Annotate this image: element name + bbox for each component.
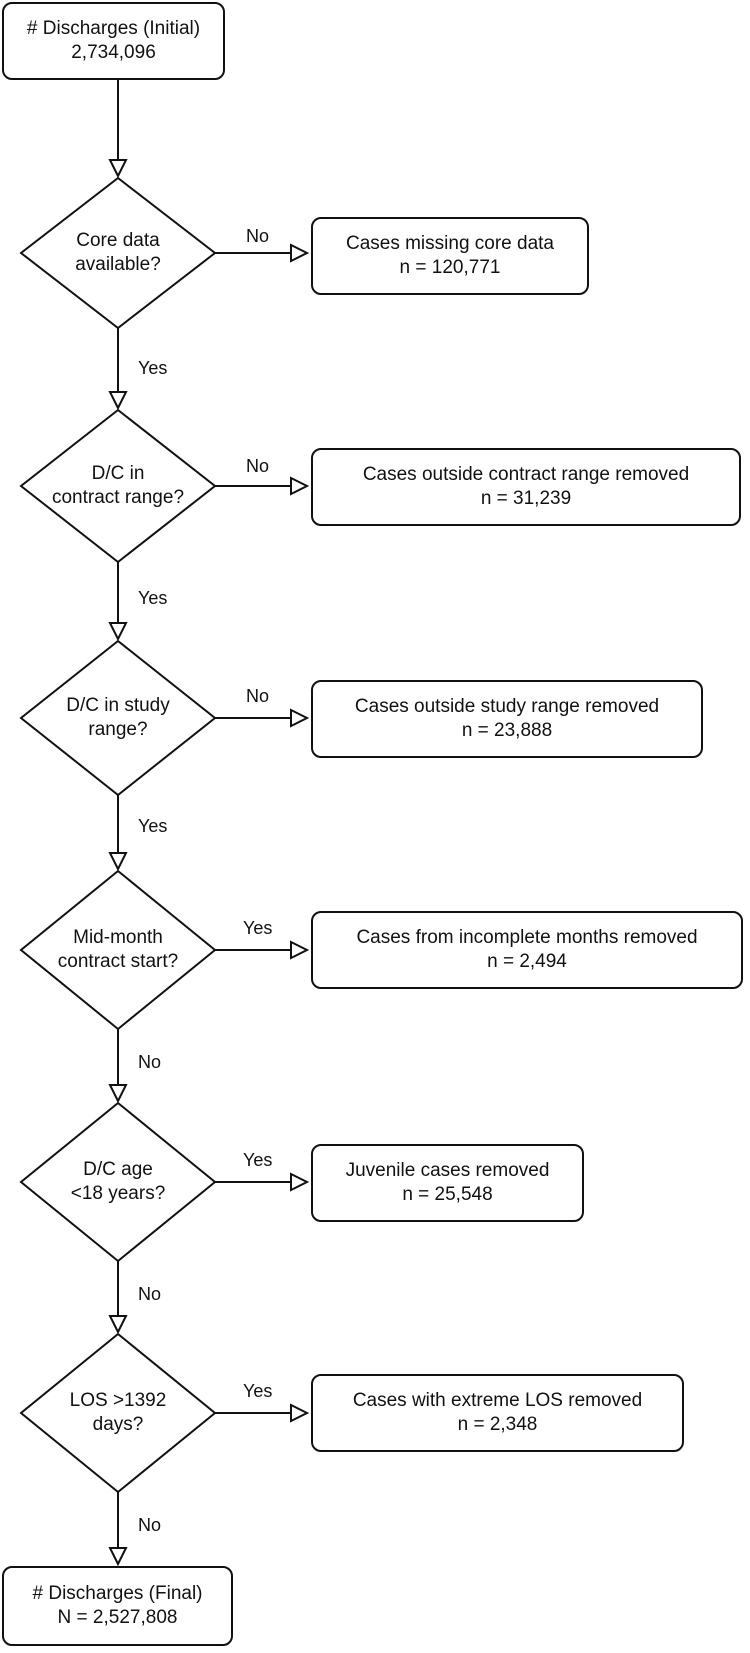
result-1-line-1: Cases missing core data <box>345 233 555 254</box>
start-box-text: # Discharges (Initial) 2,734,096 <box>3 17 224 65</box>
result-box-2 <box>311 448 741 526</box>
result-5-line-1: Juvenile cases removed <box>345 1160 550 1181</box>
down-label-3: Yes <box>138 816 168 836</box>
result-text-2: Cases outside contract range removed n =… <box>312 463 740 511</box>
result-text-3: Cases outside study range removed n = 23… <box>312 695 702 743</box>
down-label-5: No <box>138 1284 162 1304</box>
decision-text-3: D/C in study range? <box>21 694 215 742</box>
result-box-5 <box>311 1144 584 1222</box>
decision-3-line-1: D/C in study <box>66 695 170 716</box>
result-box-1 <box>311 217 589 295</box>
result-box-6 <box>311 1374 684 1452</box>
result-box-3 <box>311 680 703 758</box>
decision-2-line-2: contract range? <box>51 487 185 508</box>
decision-text-5: D/C age <18 years? <box>21 1158 215 1206</box>
decision-5-line-1: D/C age <box>83 1159 153 1180</box>
result-box-4 <box>311 911 743 989</box>
start-box <box>2 2 225 80</box>
down-arrowhead-2 <box>108 622 128 642</box>
start-arrowhead <box>108 159 128 179</box>
result-text-1: Cases missing core data n = 120,771 <box>312 232 588 280</box>
end-count: N = 2,527,808 <box>57 1607 178 1628</box>
decision-1-line-1: Core data <box>76 230 160 251</box>
result-5-count: n = 25,548 <box>402 1184 493 1205</box>
side-arrowhead-4 <box>290 940 310 960</box>
side-label-4: Yes <box>243 918 273 938</box>
side-label-1: No <box>246 226 270 246</box>
decision-5-line-2: <18 years? <box>70 1183 166 1204</box>
decision-6-line-2: days? <box>92 1414 144 1435</box>
down-label-2: Yes <box>138 588 168 608</box>
side-arrowhead-3 <box>290 708 310 728</box>
side-arrowhead-1 <box>290 243 310 263</box>
side-label-3: No <box>246 686 270 706</box>
down-label-1: Yes <box>138 358 168 378</box>
side-arrowhead-6 <box>290 1403 310 1423</box>
result-1-count: n = 120,771 <box>399 257 501 278</box>
side-arrowhead-2 <box>290 476 310 496</box>
down-arrowhead-5 <box>108 1315 128 1335</box>
side-label-2: No <box>246 456 270 476</box>
result-6-count: n = 2,348 <box>457 1414 538 1435</box>
start-count: 2,734,096 <box>71 42 156 63</box>
result-text-4: Cases from incomplete months removed n =… <box>312 926 742 974</box>
decision-text-4: Mid-month contract start? <box>21 926 215 974</box>
start-title: # Discharges (Initial) <box>26 18 201 39</box>
result-text-5: Juvenile cases removed n = 25,548 <box>312 1159 583 1207</box>
down-label-6: No <box>138 1515 162 1535</box>
down-arrowhead-4 <box>108 1084 128 1104</box>
end-box-text: # Discharges (Final) N = 2,527,808 <box>3 1582 232 1630</box>
decision-2-line-1: D/C in <box>91 463 145 484</box>
result-text-6: Cases with extreme LOS removed n = 2,348 <box>312 1389 683 1437</box>
down-arrowhead-3 <box>108 852 128 872</box>
side-arrowhead-5 <box>290 1172 310 1192</box>
decision-4-line-2: contract start? <box>57 951 179 972</box>
down-arrowhead-1 <box>108 391 128 411</box>
side-label-6: Yes <box>243 1381 273 1401</box>
decision-6-line-1: LOS >1392 <box>69 1390 167 1411</box>
decision-3-line-2: range? <box>88 719 148 740</box>
result-2-line-1: Cases outside contract range removed <box>362 464 690 485</box>
result-4-line-1: Cases from incomplete months removed <box>356 927 698 948</box>
result-3-count: n = 23,888 <box>461 720 553 741</box>
result-6-line-1: Cases with extreme LOS removed <box>352 1390 643 1411</box>
decision-4-line-1: Mid-month <box>73 927 163 948</box>
result-2-count: n = 31,239 <box>480 488 572 509</box>
end-box <box>2 1566 233 1646</box>
decision-1-line-2: available? <box>75 254 161 275</box>
decision-text-2: D/C in contract range? <box>21 462 215 510</box>
decision-text-1: Core data available? <box>21 229 215 277</box>
result-4-count: n = 2,494 <box>487 951 567 972</box>
result-3-line-1: Cases outside study range removed <box>354 696 660 717</box>
end-title: # Discharges (Final) <box>32 1583 203 1604</box>
down-arrowhead-6 <box>108 1547 128 1567</box>
side-label-5: Yes <box>243 1150 273 1170</box>
decision-text-6: LOS >1392 days? <box>21 1389 215 1437</box>
down-label-4: No <box>138 1052 162 1072</box>
